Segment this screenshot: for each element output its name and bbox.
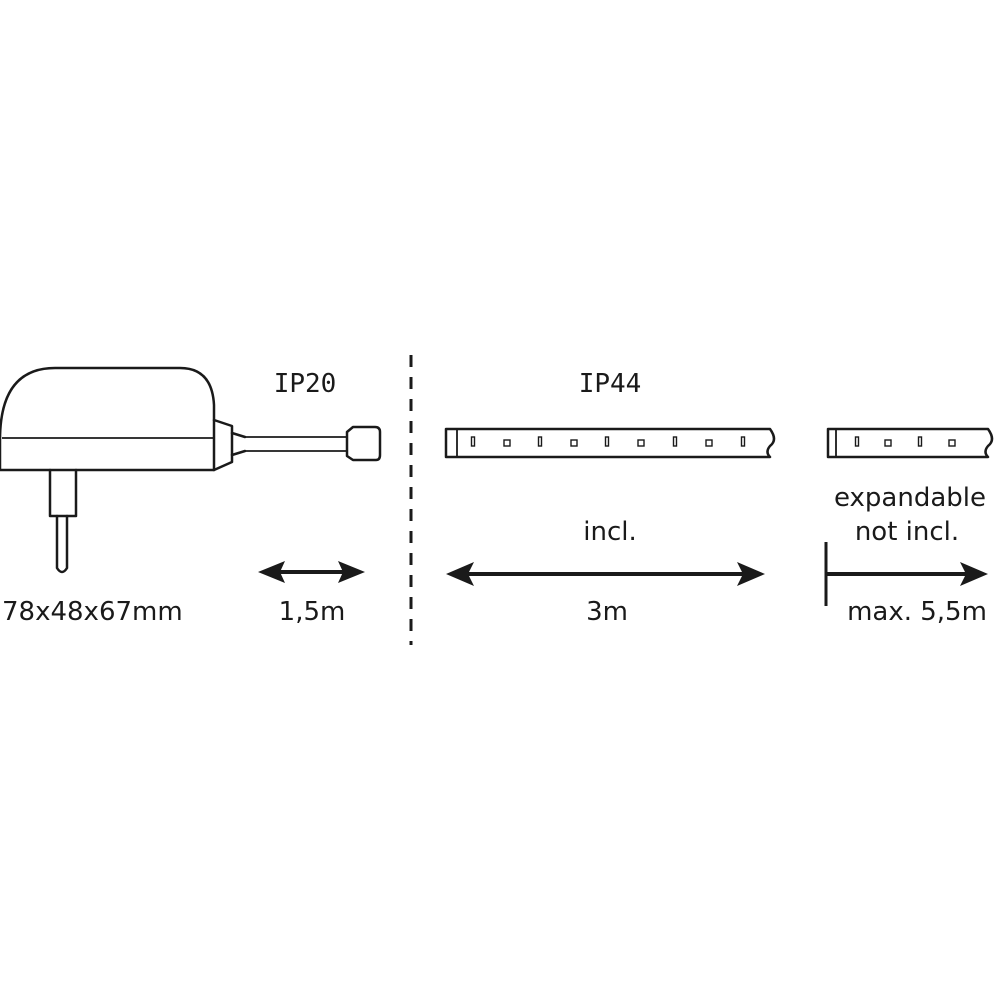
- led-mark: [604, 436, 610, 447]
- led-mark: [854, 436, 860, 447]
- led-mark: [637, 439, 645, 447]
- extension-status-line1: expandable: [834, 483, 986, 513]
- led-mark: [503, 439, 511, 447]
- extension-status-line2: not incl.: [855, 517, 959, 547]
- led-mark: [705, 439, 713, 447]
- power-adapter-icon: [0, 366, 247, 574]
- led-mark: [672, 436, 678, 447]
- connector-plug-icon: [345, 425, 382, 462]
- led-mark: [740, 436, 746, 447]
- power-cable: [245, 436, 347, 452]
- adapter-dimensions: 78x48x67mm: [2, 597, 183, 627]
- included-length-arrow: [446, 562, 765, 586]
- extension-length-label: max. 5,5m: [847, 597, 987, 627]
- led-mark: [948, 439, 956, 447]
- extension-length-arrow: [824, 542, 988, 606]
- led-strip-extension-icon: [826, 427, 994, 459]
- led-mark: [537, 436, 543, 447]
- ip20-label: IP20: [274, 369, 337, 399]
- included-length-label: 3m: [586, 597, 628, 627]
- led-mark: [884, 439, 892, 447]
- cable-length-label: 1,5m: [279, 597, 346, 627]
- led-strip-icon: [444, 427, 776, 459]
- ip44-label: IP44: [579, 369, 642, 399]
- included-status: incl.: [583, 517, 637, 547]
- led-mark: [570, 439, 578, 447]
- led-mark: [470, 436, 476, 447]
- cable-length-arrow: [258, 561, 365, 583]
- led-mark: [917, 436, 923, 447]
